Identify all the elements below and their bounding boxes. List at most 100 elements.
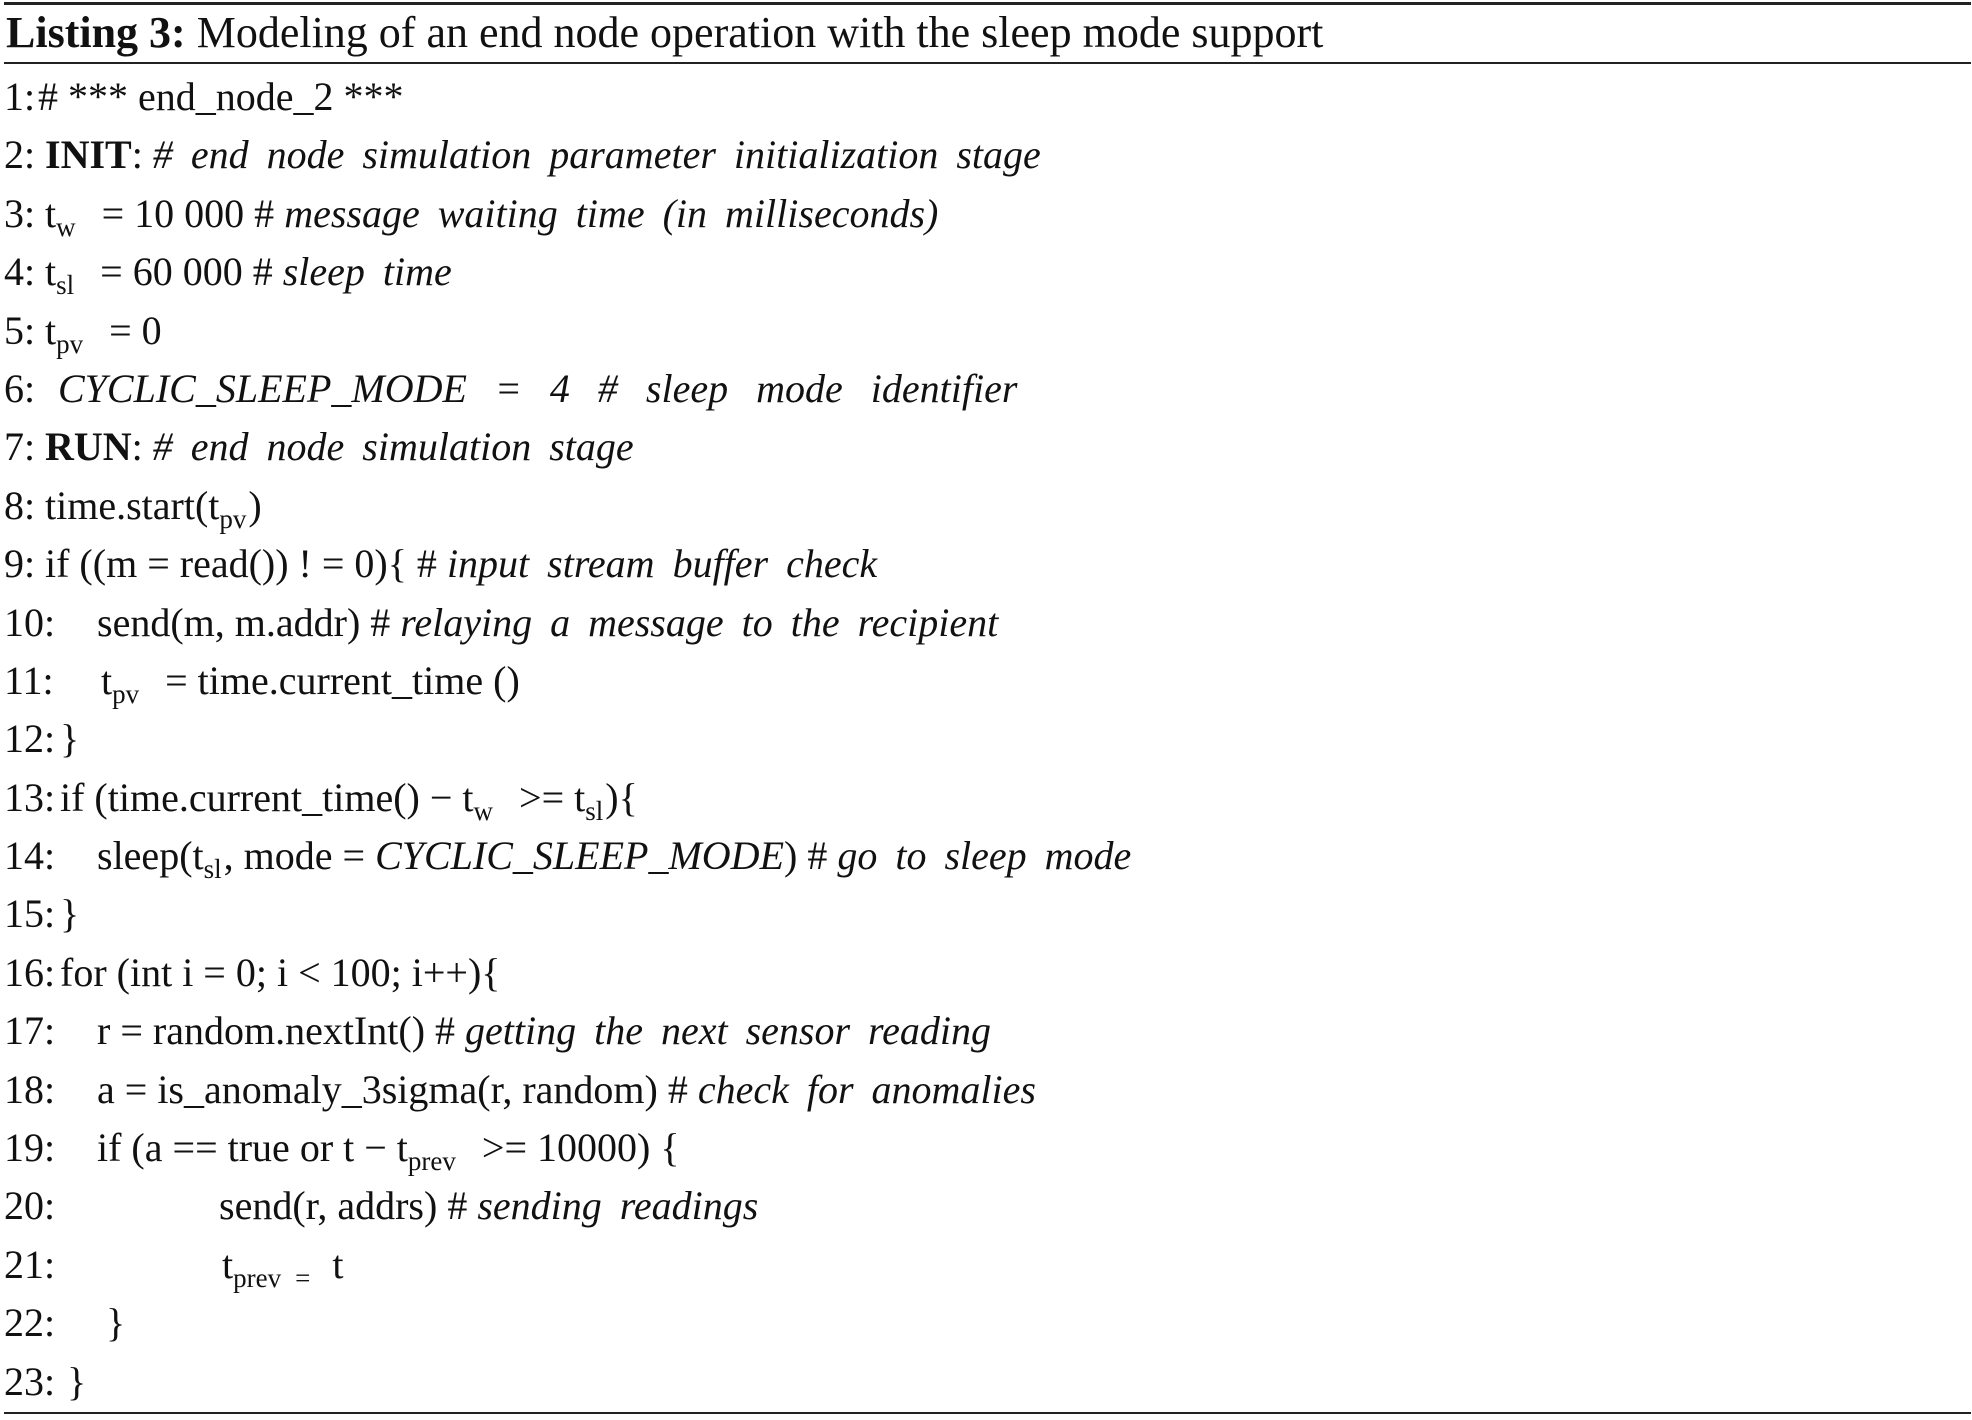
line-text: # *** end_node_2 *** [38, 68, 404, 126]
code-line-3: 3: tw = 10 000 # message waiting time (in… [0, 185, 1972, 243]
line-text: RUN: # end node simulation stage [45, 418, 634, 476]
comment: message waiting time (in milliseconds) [284, 190, 939, 236]
line-number: 10: [4, 599, 56, 645]
comment: input stream buffer check [446, 541, 878, 587]
code-text: , mode = [223, 833, 366, 879]
code-text: send(r, addrs) # [219, 1183, 468, 1229]
code-text: : [131, 424, 143, 470]
line-number: 13: [4, 774, 56, 820]
code-text: send(m, m.addr) # [97, 599, 391, 645]
code-text: sleep(t [97, 833, 204, 879]
comment: # end node simulation parameter initiali… [152, 132, 1041, 178]
code-lines: 1: # *** end_node_2 *** 2: INIT: # end n… [0, 68, 1972, 1411]
line-number: 9: [4, 541, 36, 587]
comment: go to sleep mode [837, 833, 1132, 879]
code-line-4: 4: tsl= 60 000 # sleep time [0, 243, 1972, 301]
line-text: tpv= time.current_time () [101, 652, 520, 710]
code-line-6: 6: CYCLIC_SLEEP_MODE = 4 # sleep mode id… [0, 360, 1972, 418]
line-text: } [60, 710, 79, 768]
listing-caption: Listing 3: Modeling of an end node opera… [6, 6, 1323, 60]
comment: relaying a message to the recipient [400, 599, 999, 645]
code-text: = 10 000 # [101, 190, 275, 236]
line-number: 8: [4, 482, 36, 528]
caption-label: Listing 3: [6, 8, 186, 57]
comment: # end node simulation stage [152, 424, 634, 470]
line-text: a = is_anomaly_3sigma(r, random) # check… [97, 1061, 1036, 1119]
keyword-run: RUN [45, 424, 132, 470]
code-line-11: 11: tpv= time.current_time () [0, 652, 1972, 710]
code-line-5: 5: tpv= 0 [0, 302, 1972, 360]
code-text: for (int i = 0; i < 100; i++){ [60, 949, 501, 995]
variable-subscript: pv [219, 503, 247, 534]
code-text: ){ [605, 774, 638, 820]
comment: CYCLIC_SLEEP_MODE = 4 # sleep mode ident… [58, 365, 1018, 411]
code-text: } [67, 1358, 87, 1404]
code-line-13: 13: if (time.current_time() − tw>= tsl){ [0, 769, 1972, 827]
code-text: >= 10000) { [481, 1125, 680, 1171]
line-number: 7: [4, 424, 36, 470]
code-text: : [131, 132, 143, 178]
code-text: if (time.current_time() − t [60, 774, 474, 820]
line-text: } [60, 885, 79, 943]
line-number: 23: [4, 1358, 56, 1404]
variable-subscript-text: prev [233, 1262, 282, 1293]
code-line-14: 14: sleep(tsl, mode = CYCLIC_SLEEP_MODE)… [0, 827, 1972, 885]
variable-subscript: pv [112, 678, 140, 709]
code-line-22: 22: } [0, 1294, 1972, 1352]
comment: getting the next sensor reading [465, 1008, 991, 1054]
variable: t [222, 1241, 234, 1287]
code-text: ) [248, 482, 262, 528]
comment: sending readings [477, 1183, 759, 1229]
line-number: 17: [4, 1008, 56, 1054]
line-text: tprev=t [222, 1236, 343, 1294]
code-line-1: 1: # *** end_node_2 *** [0, 68, 1972, 126]
line-text: tpv= 0 [45, 302, 162, 360]
code-line-16: 16: for (int i = 0; i < 100; i++){ [0, 944, 1972, 1002]
code-line-9: 9: if ((m = read()) ! = 0){ # input stre… [0, 535, 1972, 593]
code-text: >= t [519, 774, 586, 820]
line-text: CYCLIC_SLEEP_MODE = 4 # sleep mode ident… [58, 360, 1017, 418]
line-text: INIT: # end node simulation parameter in… [45, 126, 1041, 184]
code-text: = 0 [109, 307, 162, 353]
keyword-init: INIT [45, 132, 132, 178]
code-text: if ((m = read()) ! = 0){ # [45, 541, 437, 587]
code-line-12: 12: } [0, 710, 1972, 768]
line-text: send(r, addrs) # sending readings [219, 1177, 758, 1235]
code-text: } [60, 891, 80, 937]
comment: sleep time [282, 249, 452, 295]
equals-sign: = [295, 1262, 311, 1293]
line-number: 3: [4, 190, 36, 236]
line-text: if ((m = read()) ! = 0){ # input stream … [45, 535, 877, 593]
line-text: tw = 10 000 # message waiting time (in mi… [45, 185, 938, 243]
variable-subscript: pv [56, 328, 84, 359]
code-line-8: 8: time.start(tpv) [0, 477, 1972, 535]
variable-subscript: sl [56, 270, 75, 301]
variable-subscript: prev [407, 1146, 456, 1177]
line-number: 6: [4, 365, 36, 411]
code-line-23: 23: } [0, 1353, 1972, 1411]
code-line-17: 17: r = random.nextInt() # getting the n… [0, 1002, 1972, 1060]
code-line-10: 10: send(m, m.addr) # relaying a message… [0, 594, 1972, 652]
code-line-2: 2: INIT: # end node simulation parameter… [0, 126, 1972, 184]
code-text: } [60, 716, 80, 762]
code-text: # *** end_node_2 *** [38, 74, 404, 119]
line-number: 22: [4, 1300, 56, 1346]
variable: t [45, 190, 57, 236]
code-text: = 60 000 # [100, 249, 273, 295]
variable: t [101, 657, 113, 703]
code-text: t [332, 1241, 344, 1287]
line-number: 20: [4, 1183, 56, 1229]
code-text: time.start(t [45, 482, 220, 528]
variable-subscript: w [56, 211, 76, 242]
caption-text: Modeling of an end node operation with t… [196, 8, 1324, 57]
line-number: 11: [4, 657, 54, 703]
line-number: 19: [4, 1125, 56, 1171]
line-number: 5: [4, 307, 36, 353]
bottom-rule [4, 1412, 1971, 1414]
code-text: a = is_anomaly_3sigma(r, random) # [97, 1066, 688, 1112]
line-text: } [106, 1294, 125, 1352]
variable-subscript: w [473, 795, 494, 826]
line-number: 18: [4, 1066, 56, 1112]
line-text: tsl= 60 000 # sleep time [45, 243, 452, 301]
code-text: r = random.nextInt() # [97, 1008, 456, 1054]
